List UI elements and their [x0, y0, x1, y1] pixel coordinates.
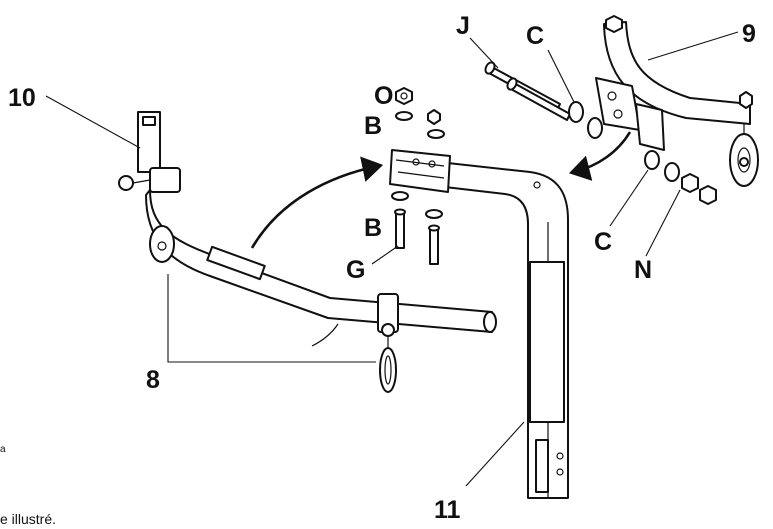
- washer-B-top-1: [395, 111, 413, 121]
- callout-11: 11: [434, 496, 461, 524]
- part-11-slot: [535, 439, 549, 493]
- callout-B-top: B: [364, 112, 382, 140]
- callout-C-top: C: [526, 22, 544, 50]
- callout-8: 8: [146, 366, 160, 394]
- callout-9: 9: [742, 20, 756, 48]
- part-8-wheel: [379, 347, 397, 393]
- part-9-top-nut: [605, 15, 623, 33]
- text-fragment-bottom: e illustré.: [0, 511, 56, 527]
- arrow-left-to-center: [250, 156, 384, 249]
- callout-J: J: [456, 12, 470, 40]
- nut-N-2: [699, 185, 717, 205]
- leader-10: [45, 95, 141, 149]
- leader-8: [167, 274, 376, 363]
- callout-G: G: [346, 256, 365, 284]
- hardware-center: [391, 87, 445, 265]
- part-11-upright: [389, 149, 569, 499]
- washer-C-2: [587, 117, 603, 139]
- part-10-knob: [118, 175, 134, 191]
- part-10-post-cap: [142, 116, 156, 126]
- part-9-bracket: [595, 15, 759, 187]
- part-10-label-plate: [206, 245, 266, 281]
- washer-B-bottom-2: [425, 209, 443, 219]
- bolt-G-1: [395, 211, 405, 249]
- part-10-hook: [311, 323, 339, 347]
- part-11-sticker: [529, 261, 565, 423]
- part-10-clamp: [149, 167, 181, 193]
- callout-10: 10: [8, 84, 36, 112]
- washer-C-1: [568, 101, 584, 123]
- part-10-tube-end: [483, 311, 497, 333]
- washer-B-bottom-1: [391, 191, 409, 201]
- washer-C-3: [644, 150, 660, 170]
- callout-O: O: [374, 82, 393, 110]
- bolt-J-2: [508, 81, 571, 121]
- bolt-G-2: [429, 227, 439, 265]
- text-fragment-small: a: [0, 444, 6, 455]
- callout-N: N: [634, 256, 652, 284]
- callout-C-right: C: [594, 228, 612, 256]
- part-9-plate-2: [635, 103, 665, 151]
- callout-B-bottom: B: [364, 214, 382, 242]
- part-10-handlebar: [118, 111, 497, 393]
- leader-C-right: [609, 169, 649, 227]
- nut-O: [395, 87, 413, 105]
- leader-G: [371, 245, 399, 265]
- leader-J: [469, 37, 499, 69]
- part-10-wheel: [149, 225, 175, 263]
- part-11-bracket: [389, 149, 451, 193]
- arrow-right-to-center: [568, 131, 632, 181]
- leader-11: [465, 421, 525, 487]
- nut-N-1: [681, 173, 699, 193]
- leader-N: [645, 189, 681, 257]
- leader-C-top: [547, 49, 575, 103]
- hardware-right: [484, 61, 717, 205]
- part-8-clamp-knob: [381, 323, 395, 337]
- part-9-end-nut: [739, 91, 753, 109]
- washer-C-4: [664, 162, 680, 182]
- nut-O-2: [427, 109, 441, 125]
- part-9-tube: [603, 21, 751, 125]
- leader-9: [647, 31, 739, 61]
- washer-B-top-2: [427, 129, 445, 139]
